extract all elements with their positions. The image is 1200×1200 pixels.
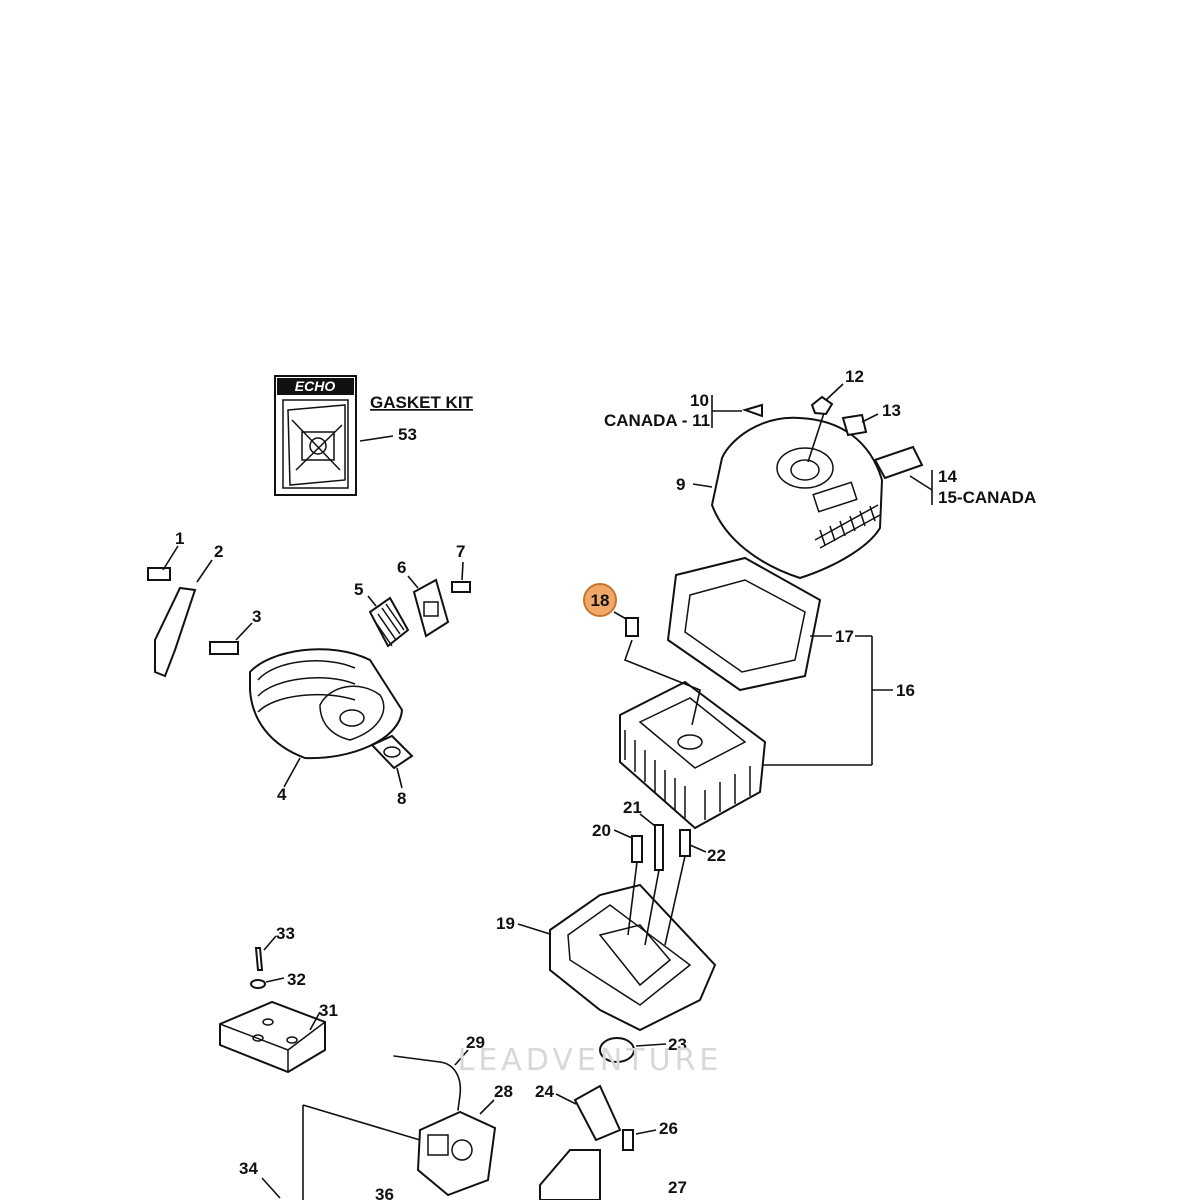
gasket-kit[interactable]: ECHO (274, 375, 357, 496)
label-33: 33 (276, 924, 295, 943)
label-9: 9 (676, 475, 685, 494)
label-3: 3 (252, 607, 261, 626)
spark-screen-5[interactable] (368, 596, 410, 648)
label-4: 4 (277, 785, 287, 804)
label-canada-15: 15-CANADA (938, 488, 1036, 507)
bolt-7[interactable] (451, 581, 471, 593)
pre-filter[interactable] (666, 556, 822, 692)
label-plate[interactable] (873, 445, 924, 480)
cover-plate-6[interactable] (412, 578, 450, 638)
label-21: 21 (623, 798, 642, 817)
label-19: 19 (496, 914, 515, 933)
decal-13[interactable] (841, 413, 868, 437)
label-22: 22 (707, 846, 726, 865)
label-26: 26 (659, 1119, 678, 1138)
label-29: 29 (466, 1033, 485, 1052)
stud-21[interactable] (654, 824, 664, 871)
label-5: 5 (354, 580, 363, 599)
watermark: LEADVENTURE (458, 1043, 723, 1078)
label-13: 13 (882, 401, 901, 420)
label-18: 18 (591, 591, 610, 610)
label-14: 14 (938, 467, 957, 486)
label-1: 1 (175, 529, 184, 548)
highlight-18-marker[interactable] (583, 583, 617, 617)
air-filter-element[interactable] (619, 680, 767, 830)
insulator-block-31[interactable] (219, 1000, 326, 1074)
o-ring-23[interactable] (599, 1037, 635, 1063)
bolt-1[interactable] (147, 567, 171, 581)
label-53: 53 (398, 425, 417, 444)
label-12: 12 (845, 367, 864, 386)
label-2: 2 (214, 542, 223, 561)
label-20: 20 (592, 821, 611, 840)
bolt-22[interactable] (679, 829, 691, 857)
label-17: 17 (835, 627, 854, 646)
label-7: 7 (456, 542, 465, 561)
part-24[interactable] (573, 1084, 622, 1142)
label-6: 6 (397, 558, 406, 577)
label-16: 16 (896, 681, 915, 700)
bracket-2[interactable] (154, 586, 197, 678)
air-cleaner-cover[interactable] (710, 416, 884, 580)
air-cleaner-base[interactable] (549, 883, 717, 1032)
screw-18[interactable] (625, 617, 639, 637)
label-36: 36 (375, 1185, 394, 1200)
label-10: 10 (690, 391, 709, 410)
gasket-kit-title: GASKET KIT (370, 393, 474, 412)
washer-32[interactable] (250, 979, 266, 989)
echo-logo: ECHO (295, 378, 336, 394)
gasket-8[interactable] (370, 734, 414, 770)
label-34: 34 (239, 1159, 258, 1178)
label-28: 28 (494, 1082, 513, 1101)
label-8: 8 (397, 789, 406, 808)
carburetor[interactable] (416, 1110, 497, 1197)
bolt-3[interactable] (209, 641, 239, 655)
bolt-20[interactable] (631, 835, 643, 863)
label-canada-11: CANADA - 11 (604, 411, 710, 430)
part-27[interactable] (539, 1149, 601, 1200)
label-32: 32 (287, 970, 306, 989)
label-31: 31 (319, 1001, 338, 1020)
bolt-26[interactable] (622, 1129, 634, 1151)
fuel-hose-29[interactable] (393, 1055, 462, 1111)
cover-knob[interactable] (810, 395, 834, 416)
decal-10[interactable] (741, 403, 763, 418)
label-23: 23 (668, 1035, 687, 1054)
pin-33[interactable] (254, 947, 264, 971)
label-27: 27 (668, 1178, 687, 1197)
label-24: 24 (535, 1082, 554, 1101)
